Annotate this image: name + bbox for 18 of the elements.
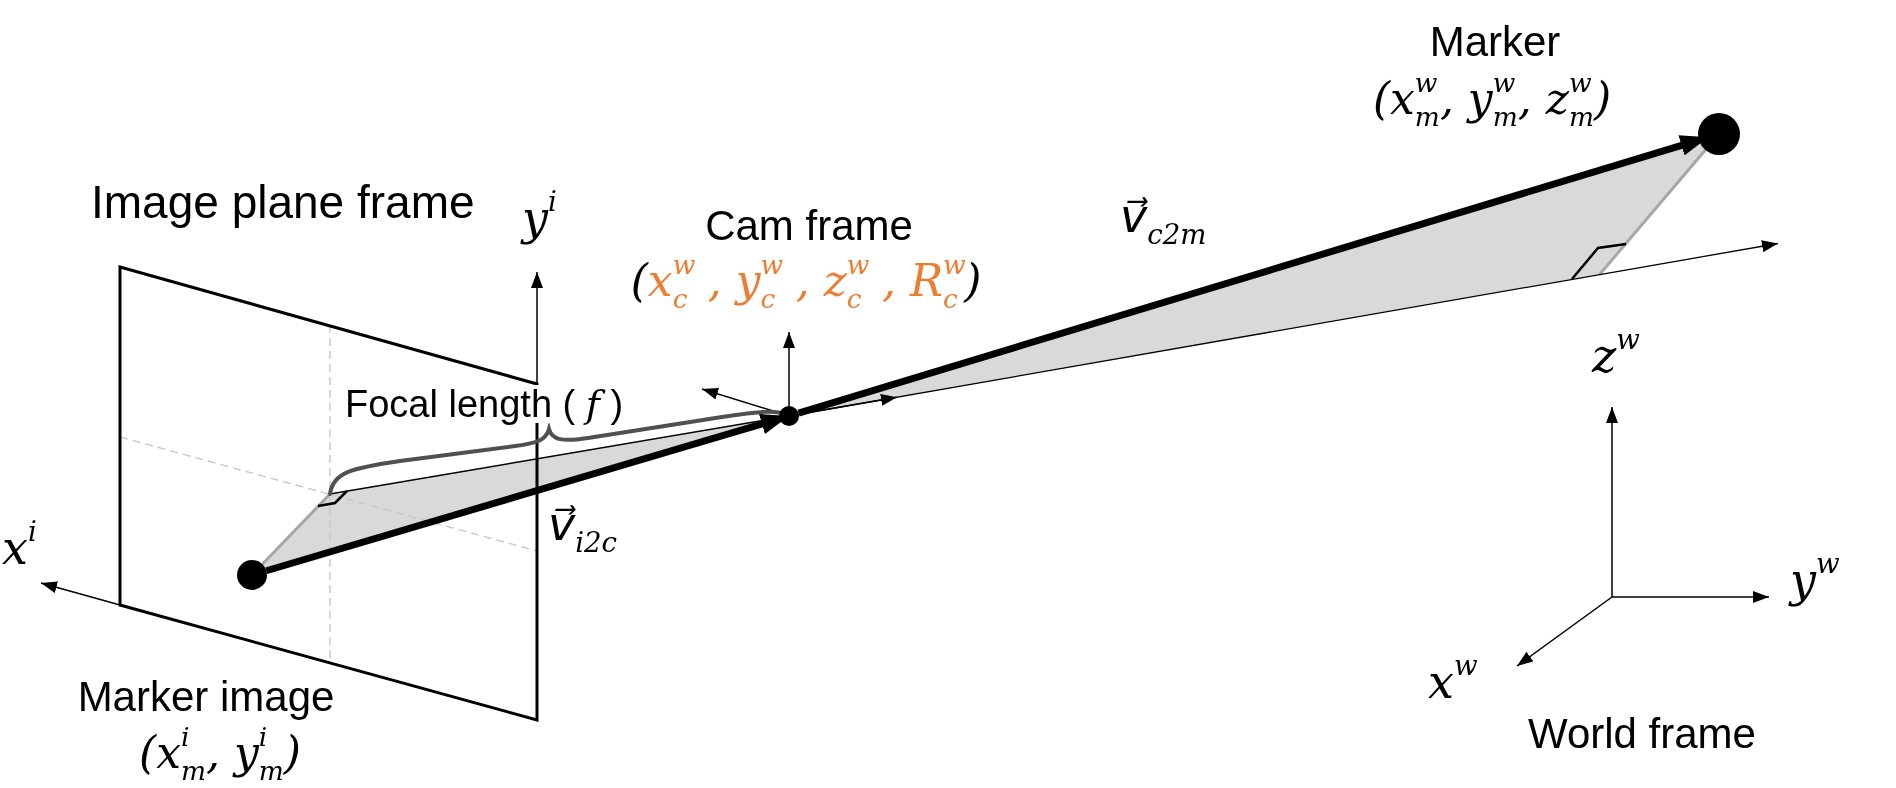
axis-label: x$^{i}$	[2, 518, 37, 576]
coordinate-label: (x$^{i}$$_{m}$, y$^{i}$$_{m}$)	[138, 724, 302, 784]
point-dot	[1698, 113, 1740, 155]
point-label: Marker image	[77, 676, 335, 719]
vector-label: v⃗$_{c2m}$	[1120, 190, 1207, 249]
axis-label: y$^{w}$	[1790, 550, 1840, 608]
frame-label: Image plane frame	[91, 176, 475, 229]
point-label: Cam frame	[705, 202, 913, 251]
point-dot	[237, 560, 267, 590]
axis-label: y$^{i}$	[522, 188, 557, 246]
coordinate-label: (x$^{w}$$_{c}$ , y$^{w}$$_{c}$ , z$^{w}$$_{c}$ , R$^{w}$$_{c}$)	[630, 252, 982, 312]
axis-label: z$^{w}$	[1592, 326, 1640, 384]
point-dot	[779, 406, 799, 426]
point-label: Marker	[1429, 18, 1561, 67]
vector-label: v⃗$_{i2c}$	[548, 498, 618, 557]
coordinate-label: (x$^{w}$$_{m}$, y$^{w}$$_{m}$, z$^{w}$$_{m}$)	[1372, 70, 1612, 130]
axis-label: x$^{w}$	[1428, 652, 1478, 710]
frame-label: World frame	[1528, 710, 1756, 759]
